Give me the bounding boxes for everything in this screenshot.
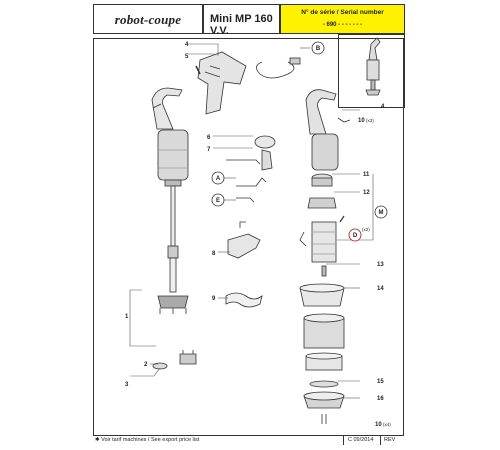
- shaft-seal-parts: [152, 350, 197, 370]
- callout-10-bottom: 10: [375, 422, 382, 428]
- motor-cover: [307, 197, 337, 209]
- callout-2: 2: [144, 362, 148, 368]
- callout-13: 13: [377, 262, 384, 268]
- callout-3: 3: [125, 382, 129, 388]
- callout-9: 9: [212, 296, 216, 302]
- power-cord: [256, 57, 301, 79]
- diagram-frame: [93, 38, 404, 436]
- callout-d-qty: (x2): [362, 227, 370, 232]
- callout-circle-e: [211, 193, 225, 207]
- assembled-view-inset: [338, 34, 405, 108]
- seal-ring: [309, 380, 339, 388]
- handle-right: [305, 89, 351, 171]
- leader-lines: [129, 43, 374, 399]
- callout-10-bottom-qty: (x4): [383, 422, 391, 427]
- callout-4-right: 4: [381, 104, 385, 110]
- spring-clip: [225, 292, 263, 308]
- wire-parts: [236, 177, 267, 203]
- model-title-box: Mini MP 160 V.V.: [203, 4, 280, 37]
- motor-assembly: [299, 215, 345, 263]
- callout-11: 11: [363, 172, 370, 178]
- motor-base: [299, 283, 345, 307]
- callout-12: 12: [363, 190, 370, 196]
- brand-logo-box: robot-coupe: [93, 4, 203, 34]
- footer-divider: [380, 436, 381, 445]
- callout-circle-d: [348, 228, 362, 242]
- motor-ring: [311, 173, 333, 187]
- model-title: Mini MP 160 V.V.: [210, 13, 273, 37]
- callout-circle-b: [311, 41, 325, 55]
- callout-5: 5: [185, 54, 189, 60]
- handle-housing: [195, 51, 247, 115]
- serial-number-value: - 690 - - - - - - -: [322, 22, 363, 28]
- callout-16: 16: [377, 396, 384, 402]
- brand-logo: robot-coupe: [114, 12, 182, 27]
- callout-a: A: [216, 176, 221, 182]
- callout-m: M: [379, 210, 384, 216]
- callout-e: E: [216, 198, 220, 204]
- bell-foot: [303, 391, 345, 424]
- switch-parts: [226, 135, 276, 171]
- footer-date: C 09/2014: [348, 437, 374, 443]
- callout-4-top: 4: [185, 42, 189, 48]
- callout-14: 14: [377, 286, 384, 292]
- callout-10-top: 10: [358, 118, 365, 124]
- coupling-pin: [321, 265, 327, 277]
- callout-7: 7: [207, 147, 211, 153]
- callout-6: 6: [207, 135, 211, 141]
- blender-full-assembly: [151, 87, 189, 314]
- footer-revision: REV: [384, 437, 396, 443]
- callout-15: 15: [377, 379, 384, 385]
- shaft-tube: [303, 313, 345, 371]
- footer-note: ✱ Voir tarif machines / See export price…: [95, 437, 200, 443]
- serial-number-box: N° de série / Serial number - 690 - - - …: [280, 4, 405, 34]
- inset-blender-drawing: [365, 37, 381, 96]
- callout-circle-m: [374, 205, 388, 219]
- speed-control-part: [227, 221, 261, 259]
- callout-8: 8: [212, 251, 216, 257]
- callout-1: 1: [125, 314, 129, 320]
- callout-d: D: [353, 233, 358, 239]
- callout-circle-a: [211, 171, 225, 185]
- callout-10-top-qty: (x3): [366, 118, 374, 123]
- footer-divider: [343, 436, 344, 445]
- callout-b: B: [316, 46, 321, 52]
- serial-number-title: N° de série / Serial number: [301, 9, 384, 16]
